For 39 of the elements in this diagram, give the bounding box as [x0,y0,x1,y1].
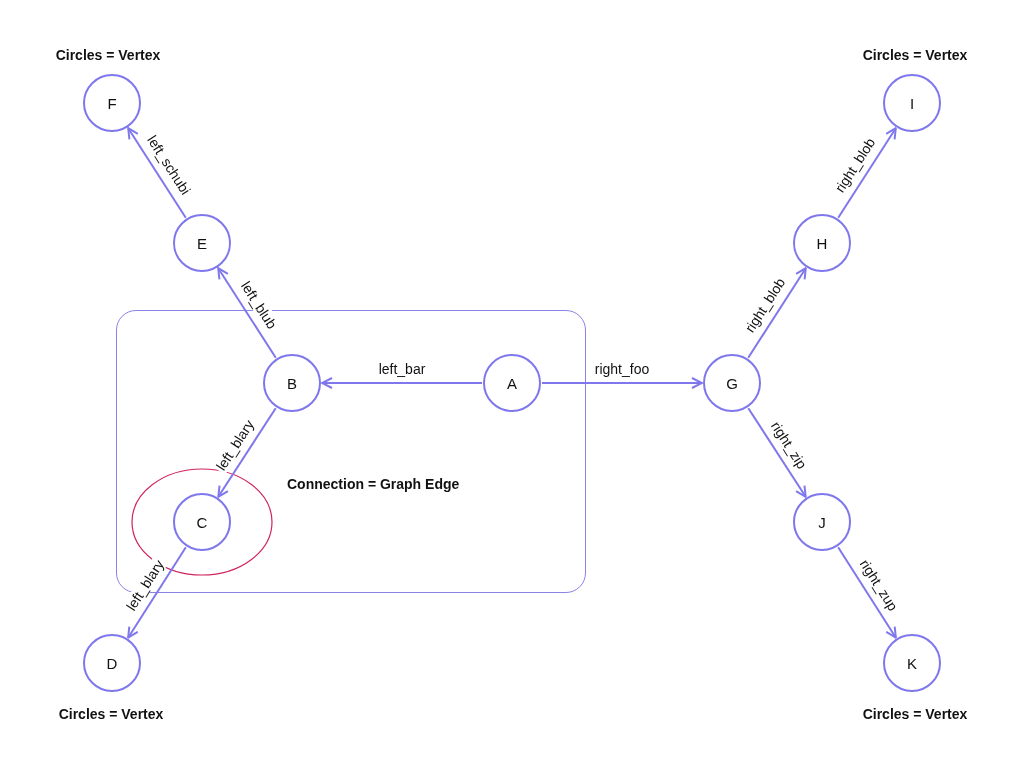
vertex-circle [883,634,941,692]
vertex-circle [793,214,851,272]
vertex-circle [263,354,321,412]
vertex-label: J [818,513,826,531]
vertex-circle [83,74,141,132]
vertex-circle [83,634,141,692]
caption-note: Circles = Vertex [55,47,161,63]
caption-note: Circles = Vertex [862,47,968,63]
vertex-circle [883,74,941,132]
edge-label: left_bar [376,361,428,377]
vertex-label: E [197,234,207,252]
arrow [747,267,807,359]
arrow [321,377,483,389]
caption-note: Circles = Vertex [862,706,968,722]
arrow [541,377,703,389]
vertex-label: C [196,513,208,531]
edge-label: right_foo [592,361,652,377]
group-title: Connection = Graph Edge [287,476,460,492]
vertex-label: F [107,94,117,112]
vertex-label: I [909,94,915,112]
caption-note: Circles = Vertex [58,706,164,722]
arrow [837,546,897,639]
vertex-label: G [726,374,738,392]
arrow [747,407,807,498]
arrow [127,127,187,219]
vertex-circle [173,493,231,551]
vertex-label: B [287,374,297,392]
vertex-label: D [106,654,118,672]
vertex-label: K [907,654,917,672]
arrow [217,267,277,359]
arrow [217,407,277,498]
arrow [837,127,897,219]
vertex-label: H [816,234,828,252]
vertex-circle [173,214,231,272]
arrow [127,546,187,639]
vertex-circle [483,354,541,412]
vertex-circle [793,493,851,551]
vertex-label: A [507,374,517,392]
vertex-circle [703,354,761,412]
